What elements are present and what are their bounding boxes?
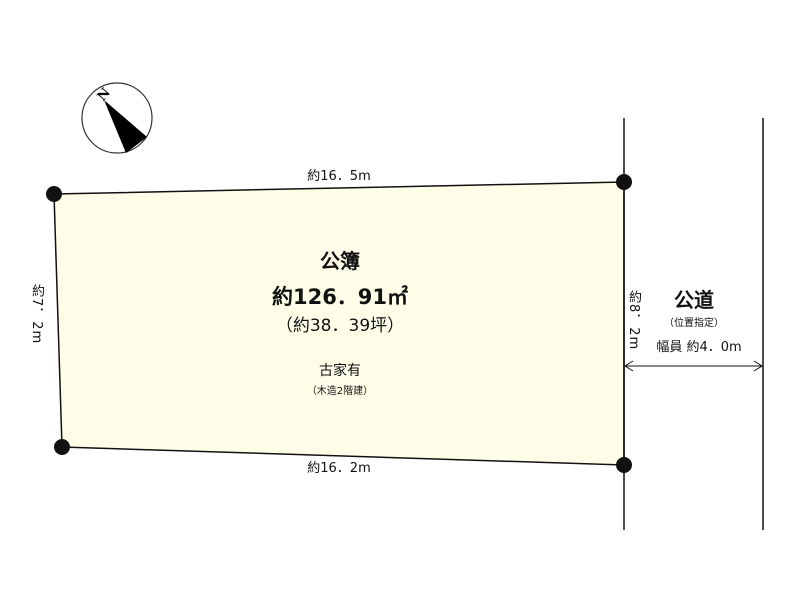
- corner-marker-ne: [616, 174, 632, 190]
- building-detail: （木造2階建）: [306, 386, 374, 397]
- corner-markers: [46, 174, 632, 473]
- corner-marker-se: [616, 457, 632, 473]
- lot-area-sqm: 約126．91㎡: [271, 285, 409, 309]
- dimension-left: 約7．2m: [29, 284, 44, 345]
- lot-title: 公簿: [320, 249, 360, 273]
- north-arrow-icon: N: [81, 82, 153, 154]
- lot-area-tsubo: （約38．39坪）: [275, 316, 405, 336]
- dimension-top: 約16．5m: [307, 169, 371, 184]
- road-designation: （位置指定）: [664, 318, 724, 329]
- corner-marker-nw: [46, 186, 62, 202]
- dimension-right: 約8．2m: [626, 290, 641, 351]
- road-label: 公道: [674, 288, 714, 312]
- road-width: 幅員 約4．0m: [656, 340, 742, 355]
- dimension-bottom: 約16．2m: [307, 461, 371, 476]
- corner-marker-sw: [54, 439, 70, 455]
- building-note: 古家有: [319, 363, 361, 379]
- road-width-arrow-icon: [624, 360, 763, 372]
